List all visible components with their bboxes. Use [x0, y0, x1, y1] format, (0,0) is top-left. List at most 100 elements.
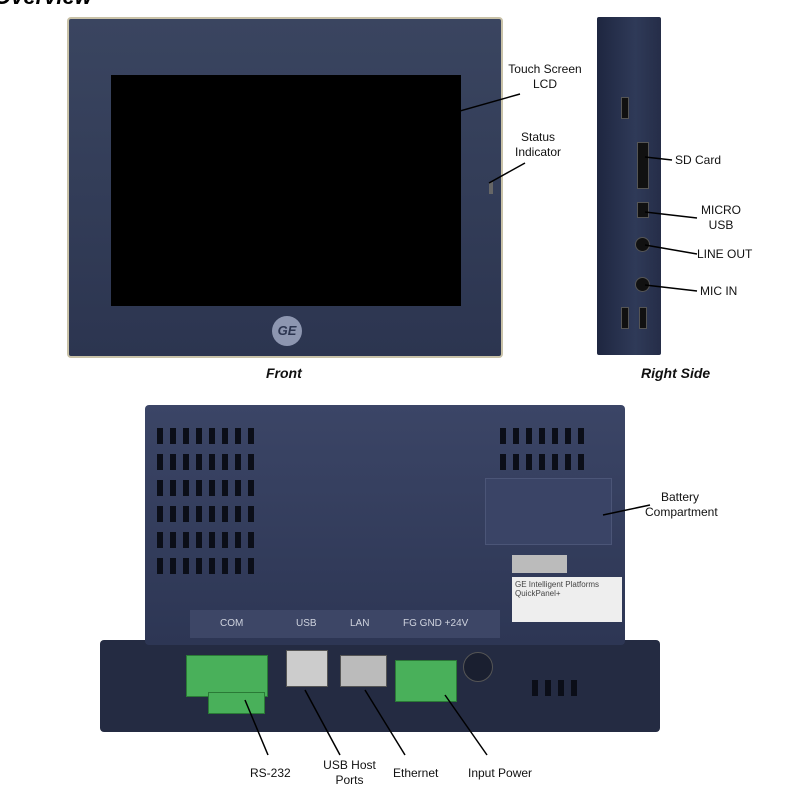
vent-slot	[170, 506, 176, 522]
callout-mic-in: MIC IN	[700, 284, 738, 298]
vent-slot	[196, 428, 202, 444]
vent-slot	[183, 558, 189, 574]
fuse-cap	[463, 652, 493, 682]
usb-host-ports	[286, 650, 328, 687]
callout-micro-usb: MICRO USB	[701, 203, 741, 232]
callout-touch-screen-lcd: Touch Screen LCD	[508, 62, 582, 91]
vent-slot	[578, 454, 584, 470]
vent-slot	[248, 532, 254, 548]
vent-slot	[222, 428, 228, 444]
vent-slot	[209, 558, 215, 574]
vent-slot	[248, 558, 254, 574]
vent-slot	[170, 428, 176, 444]
micro-usb-port	[637, 202, 649, 218]
vent-slot	[196, 480, 202, 496]
lan-label: LAN	[350, 618, 370, 629]
usb-label: USB	[296, 618, 317, 629]
callout-sd-card: SD Card	[675, 153, 722, 167]
vent-slot	[539, 428, 545, 444]
callout-battery-compartment: Battery Compartment	[645, 490, 718, 519]
sd-card-slot	[637, 142, 649, 189]
vent-slot	[183, 480, 189, 496]
power-terminal-block	[395, 660, 457, 702]
vent-slot	[526, 428, 532, 444]
vent-slot	[170, 480, 176, 496]
rs232-connector	[208, 692, 265, 714]
vent-slot	[571, 680, 577, 696]
vent-slot	[209, 532, 215, 548]
power-label: FG GND +24V	[403, 618, 469, 629]
callout-ethernet: Ethernet	[393, 766, 439, 780]
vent-slot	[157, 428, 163, 444]
touch-screen-lcd	[111, 75, 461, 306]
rs232-terminal-block	[186, 655, 268, 697]
vent-slot	[157, 480, 163, 496]
vent-slot	[157, 506, 163, 522]
vent-slot	[183, 428, 189, 444]
vent-slot	[157, 558, 163, 574]
vent-slot	[170, 532, 176, 548]
vent-slot	[222, 532, 228, 548]
callout-input-power: Input Power	[468, 766, 533, 780]
vent-slot	[209, 480, 215, 496]
vent-slot	[558, 680, 564, 696]
vent-slot	[209, 428, 215, 444]
vent-slot	[196, 454, 202, 470]
right-side-caption: Right Side	[641, 365, 711, 381]
vent-slot	[526, 454, 532, 470]
vent-slot	[209, 454, 215, 470]
status-indicator-led	[489, 182, 493, 194]
vent-slot	[222, 480, 228, 496]
side-slot	[621, 97, 629, 119]
callout-rs232: RS-232	[250, 766, 291, 780]
vent-slot	[235, 428, 241, 444]
vent-slot	[565, 428, 571, 444]
vent-slot	[157, 454, 163, 470]
vent-slot	[235, 454, 241, 470]
vent-slot	[222, 454, 228, 470]
vent-slot	[545, 680, 551, 696]
callout-line-out: LINE OUT	[697, 247, 753, 261]
product-label-text: GE Intelligent Platforms QuickPanel+	[515, 580, 600, 598]
vent-slot	[235, 558, 241, 574]
ge-logo-icon: GE	[272, 316, 302, 346]
vent-slot	[222, 558, 228, 574]
vent-slot	[565, 454, 571, 470]
vent-slot	[248, 480, 254, 496]
vent-slot	[222, 506, 228, 522]
vent-slot	[552, 428, 558, 444]
vent-slot	[248, 506, 254, 522]
vent-slot	[248, 428, 254, 444]
side-slot	[621, 307, 629, 329]
vent-slot	[552, 454, 558, 470]
vent-slot	[170, 558, 176, 574]
mic-in-jack	[635, 277, 650, 292]
vent-slot	[248, 454, 254, 470]
callout-usb-host-ports: USB Host Ports	[323, 758, 376, 787]
product-label: GE Intelligent Platforms QuickPanel+	[512, 577, 622, 622]
port-label-strip	[190, 610, 500, 638]
callout-status-indicator: Status Indicator	[514, 130, 562, 159]
side-slot	[639, 307, 647, 329]
vent-slot	[513, 428, 519, 444]
vent-slot	[500, 428, 506, 444]
vent-slot	[170, 454, 176, 470]
ethernet-port	[340, 655, 387, 687]
vent-slot	[539, 454, 545, 470]
vent-slot	[209, 506, 215, 522]
small-label	[512, 555, 567, 573]
vent-slot	[196, 532, 202, 548]
vent-slot	[235, 506, 241, 522]
line-out-jack	[635, 237, 650, 252]
vent-slot	[235, 532, 241, 548]
front-caption: Front	[266, 365, 302, 381]
vent-slot	[183, 454, 189, 470]
vent-slot	[183, 532, 189, 548]
com-label: COM	[220, 618, 244, 629]
vent-slot	[183, 506, 189, 522]
battery-compartment	[485, 478, 612, 545]
right-side-image	[597, 17, 661, 355]
vent-slot	[157, 532, 163, 548]
page-title: Overview	[0, 0, 92, 10]
